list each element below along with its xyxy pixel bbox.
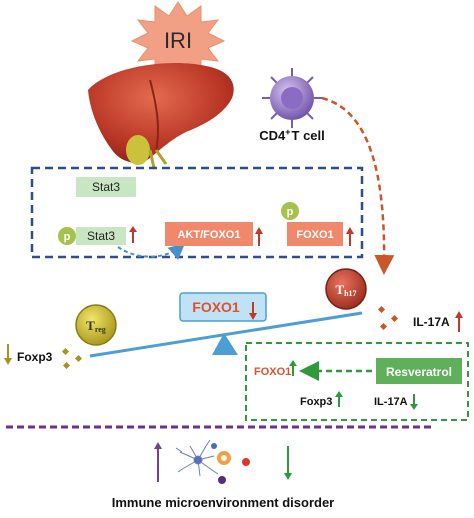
resveratrol-label: Resveratrol bbox=[386, 365, 452, 379]
activation-arrow bbox=[117, 243, 186, 260]
resveratrol-foxo1-up-arrowhead bbox=[289, 360, 297, 366]
footer-title: Immune microenvironment disorder bbox=[112, 495, 335, 510]
foxp3-label: Foxp3 bbox=[17, 350, 53, 364]
orange-cell-nucleus bbox=[221, 455, 227, 461]
resveratrol-il17a-label: IL-17A bbox=[374, 396, 408, 408]
iri-label: IRI bbox=[164, 28, 192, 53]
p-foxo1-box bbox=[287, 222, 343, 246]
phospho-mark-stat3 bbox=[58, 227, 76, 245]
balance-beam bbox=[89, 311, 363, 358]
th17-cell-icon bbox=[325, 268, 367, 310]
cd4-cell-label: CD4+T cell bbox=[259, 127, 325, 143]
phospho-mark-foxo1 bbox=[281, 202, 299, 220]
treg-cell-icon bbox=[75, 304, 117, 346]
microglia-icon bbox=[175, 439, 219, 477]
foxp3-down-arrowhead bbox=[4, 358, 12, 365]
foxo1-balance-label: FOXO1 bbox=[192, 299, 240, 315]
blue-cell-icon bbox=[211, 443, 217, 449]
phospho-mark-foxo1-label: p bbox=[287, 206, 294, 218]
resveratrol-foxo1-label: FOXO1 bbox=[254, 366, 291, 378]
il17a-up-arrowhead bbox=[455, 311, 463, 318]
treg-label: Treg bbox=[86, 318, 106, 334]
akt-foxo1-label: AKT/FOXO1 bbox=[178, 229, 241, 241]
akt-foxo1-box bbox=[165, 222, 253, 246]
purple-cell-icon bbox=[218, 476, 226, 484]
p-stat3-box bbox=[76, 227, 126, 245]
resveratrol-box bbox=[245, 342, 469, 421]
resveratrol-il17a-down-arrowhead bbox=[410, 404, 418, 410]
phospho-mark-stat3-label: p bbox=[64, 231, 71, 243]
liver-icon bbox=[88, 63, 234, 169]
resveratrol-button bbox=[376, 358, 462, 384]
t-cell-icon bbox=[262, 68, 322, 128]
il17a-cytokines bbox=[377, 305, 399, 331]
stat3-label: Stat3 bbox=[92, 180, 120, 194]
green-down-arrowhead bbox=[284, 473, 292, 480]
resveratrol-foxp3-label: Foxp3 bbox=[300, 396, 332, 408]
p-foxo1-label: FOXO1 bbox=[296, 229, 333, 241]
fulcrum-icon bbox=[212, 333, 238, 355]
foxo1-balance-box bbox=[179, 292, 267, 322]
stat3-box bbox=[76, 177, 136, 197]
differentiation-arrow bbox=[321, 96, 395, 275]
p-stat3-up-arrowhead bbox=[129, 226, 137, 232]
red-cell-icon bbox=[242, 458, 250, 466]
resveratrol-foxp3-up-arrowhead bbox=[335, 391, 343, 397]
foxo1-down-arrowhead bbox=[249, 313, 257, 320]
th17-label: Th17 bbox=[335, 282, 356, 298]
p-foxo1-up-arrowhead bbox=[346, 227, 354, 234]
il17a-label: IL-17A bbox=[413, 315, 450, 329]
akt-foxo1-up-arrowhead bbox=[255, 227, 263, 234]
signaling-box bbox=[30, 166, 364, 259]
p-stat3-label: Stat3 bbox=[87, 229, 115, 243]
purple-up-arrowhead bbox=[154, 442, 162, 449]
foxp3-cytokines bbox=[61, 347, 83, 370]
